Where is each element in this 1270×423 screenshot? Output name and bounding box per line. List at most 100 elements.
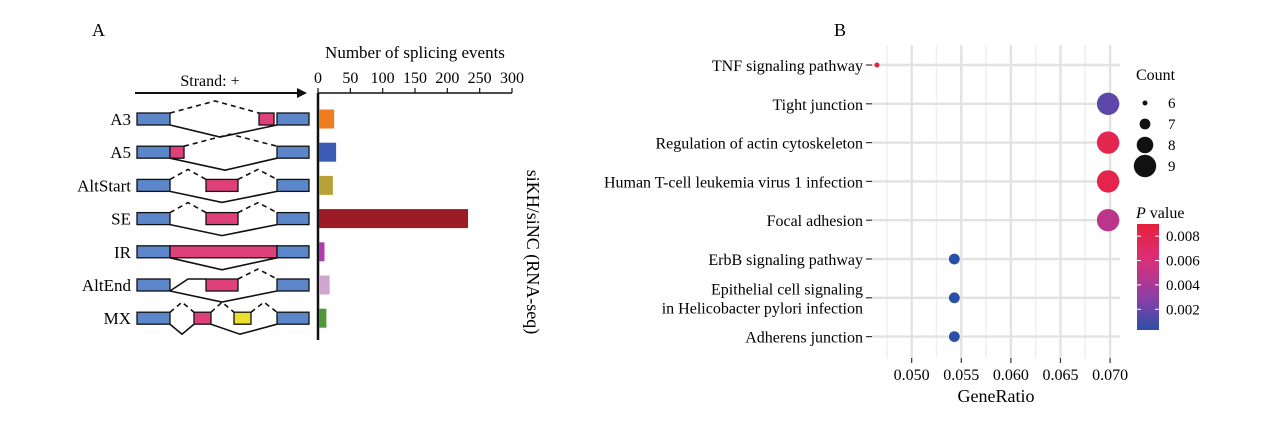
- splice-junction: [169, 301, 195, 313]
- exon-box: [136, 211, 171, 226]
- bar-category-label: A3: [110, 110, 131, 129]
- dot-x-tick-label: 0.070: [1092, 367, 1128, 384]
- splice-junction: [169, 201, 207, 214]
- alt-exon-box: [205, 278, 239, 292]
- pvalue-legend-title: P value: [1135, 205, 1184, 222]
- splice-junction: [169, 223, 278, 237]
- bar-category-label: A5: [110, 143, 131, 162]
- dot-x-tick-label: 0.050: [894, 367, 930, 384]
- splice-junction: [237, 201, 278, 214]
- pvalue-legend-label: 0.008: [1166, 229, 1200, 245]
- count-legend-dot: [1139, 118, 1151, 130]
- dot: [948, 331, 960, 342]
- dot-category-label: ErbB signaling pathway: [708, 252, 863, 269]
- dot: [874, 62, 880, 68]
- alt-exon-box: [205, 178, 239, 193]
- panel-a-label: A: [92, 20, 105, 40]
- dot-x-tick-label: 0.055: [943, 367, 979, 384]
- exon-box: [276, 145, 310, 159]
- exon-box: [276, 311, 310, 325]
- dot-x-label: GeneRatio: [958, 386, 1035, 406]
- bar: [319, 142, 337, 162]
- alt-exon-box: [205, 211, 239, 226]
- pvalue-legend-label: 0.004: [1166, 278, 1200, 294]
- strand-label: Strand: +: [180, 73, 239, 90]
- bar-category-label: AltEnd: [82, 276, 132, 295]
- splice-junction: [169, 257, 278, 271]
- bar: [319, 308, 327, 328]
- exon-box: [136, 311, 171, 325]
- splicing-diagrams: [136, 100, 310, 336]
- count-legend-label: 8: [1168, 138, 1176, 154]
- splice-junction: [169, 278, 206, 292]
- bar: [319, 209, 469, 229]
- dot: [1096, 170, 1120, 193]
- bar-category-label: AltStart: [77, 176, 131, 195]
- plot-area: [872, 45, 1120, 358]
- pvalue-legend-label: 0.002: [1166, 302, 1200, 318]
- alt-exon-box: [233, 311, 252, 325]
- dot: [1096, 131, 1120, 154]
- bar-x-tick-label: 0: [314, 70, 322, 87]
- splice-junction: [183, 133, 278, 147]
- exon-box: [276, 112, 310, 126]
- bar-chart-title: Number of splicing events: [325, 43, 505, 62]
- bar-category-label: MX: [104, 309, 131, 328]
- dot-category-label: TNF signaling pathway: [712, 58, 863, 75]
- bar: [319, 242, 325, 262]
- bars: [319, 109, 469, 328]
- bar-x-tick-label: 100: [371, 70, 395, 87]
- exon-box: [136, 178, 171, 193]
- dot-category-label: Adherens junction: [745, 330, 863, 347]
- exon-box: [276, 211, 310, 226]
- splice-junction: [237, 168, 278, 181]
- splice-junction: [210, 301, 235, 313]
- count-legend-label: 7: [1168, 117, 1176, 133]
- count-legend-label: 6: [1168, 96, 1176, 112]
- bar: [319, 109, 335, 129]
- exon-box: [136, 278, 171, 292]
- exon-box: [276, 278, 310, 292]
- dot-category-label: Human T-cell leukemia virus 1 infection: [604, 174, 863, 191]
- exon-box: [276, 245, 310, 259]
- bar-category-label: IR: [114, 243, 132, 262]
- count-legend-dot: [1142, 100, 1148, 106]
- dot-category-label: Epithelial cell signaling: [711, 281, 863, 298]
- splice-junction: [237, 268, 278, 280]
- bar-y-label: siKH/siNC (RNA-seq): [522, 170, 543, 335]
- splice-junction: [169, 290, 278, 303]
- count-legend-dot: [1136, 136, 1154, 154]
- bar: [319, 175, 333, 195]
- dot-x-tick-label: 0.060: [993, 367, 1029, 384]
- bar-x-tick-label: 250: [468, 70, 492, 87]
- dot-category-label: in Helicobacter pylori infection: [662, 300, 863, 317]
- dot-category-label: Tight junction: [772, 97, 863, 114]
- splice-junction: [250, 301, 278, 313]
- dot-category-label: Regulation of actin cytoskeleton: [656, 136, 864, 153]
- exon-box: [276, 178, 310, 193]
- alt-exon-box: [169, 145, 185, 159]
- dot: [948, 253, 960, 265]
- pvalue-colorbar: [1137, 224, 1159, 330]
- bar-category-label: SE: [111, 210, 131, 229]
- splice-junction: [169, 157, 278, 172]
- dot-category-label: Focal adhesion: [767, 213, 863, 230]
- count-legend-dot: [1133, 154, 1157, 178]
- bar-x-tick-label: 150: [403, 70, 427, 87]
- count-legend-label: 9: [1168, 159, 1176, 175]
- retained-intron-box: [169, 245, 278, 259]
- alt-exon-box: [193, 311, 212, 325]
- splice-junction: [169, 190, 278, 204]
- exon-box: [136, 245, 171, 259]
- bar-x-tick-label: 50: [342, 70, 358, 87]
- dot-x-tick-label: 0.065: [1042, 367, 1078, 384]
- splice-junction: [210, 323, 278, 336]
- bar-x-tick-label: 200: [435, 70, 459, 87]
- panel-b-label: B: [834, 20, 846, 40]
